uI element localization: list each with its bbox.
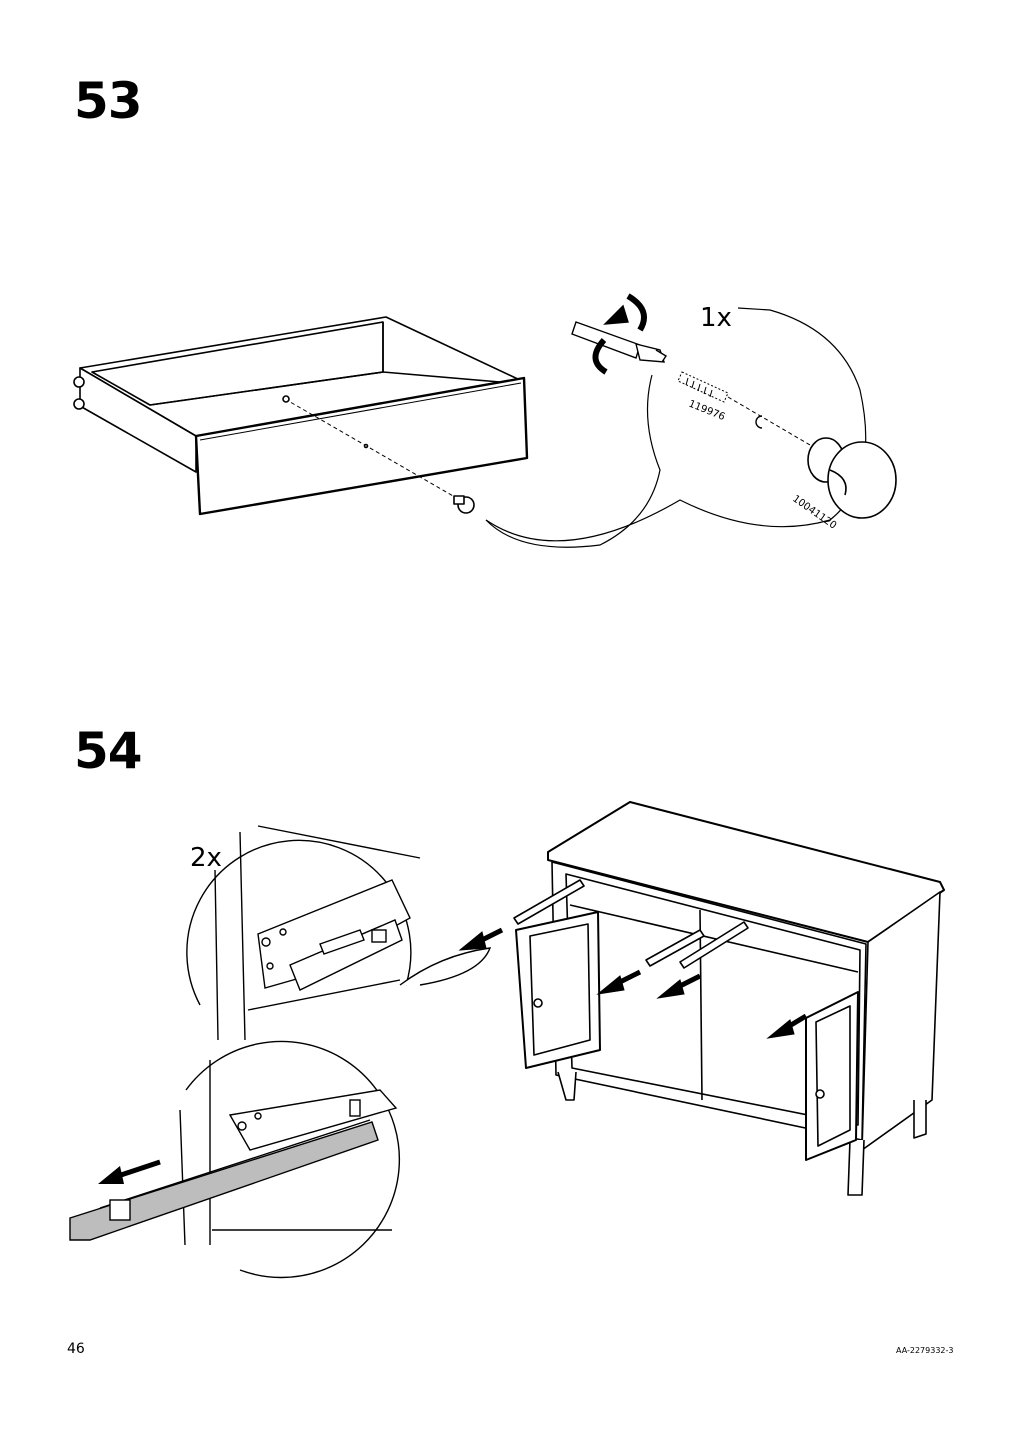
- pull-direction-arrows: [458, 927, 808, 1039]
- cabinet-illustration: [513, 801, 945, 1196]
- knob-part-icon: [807, 437, 897, 519]
- pull-arrowhead-icon: [98, 1166, 124, 1184]
- rail-detail-top: [186, 825, 492, 1041]
- screwdriver-icon: [571, 293, 667, 375]
- part-number-screw: 119976: [687, 399, 727, 424]
- document-code: AA-2279332-3: [896, 1346, 954, 1355]
- rail-detail-bottom: [69, 1040, 401, 1279]
- step-53-number: 53: [74, 72, 143, 130]
- drawer-illustration: [73, 316, 529, 516]
- step-53-quantity: 1x: [700, 303, 732, 333]
- knob-detail-callout: [485, 307, 867, 548]
- page-number: 46: [67, 1341, 85, 1357]
- step-54-quantity: 2x: [190, 843, 222, 873]
- washer-icon: [755, 415, 763, 429]
- screw-part-icon: [677, 371, 811, 446]
- step-54-number: 54: [74, 722, 143, 780]
- pull-arrow-icon: [117, 1159, 161, 1179]
